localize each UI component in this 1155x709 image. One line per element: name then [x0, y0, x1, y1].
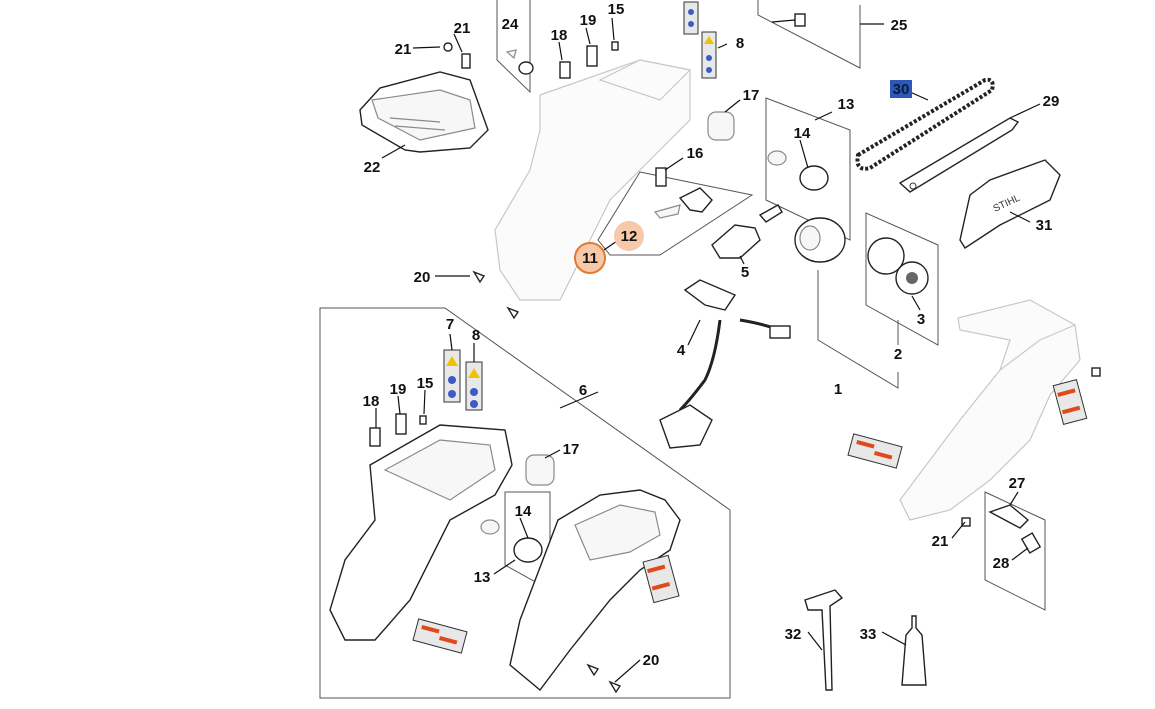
callout-30-selected[interactable]: 30 — [890, 80, 912, 98]
callout-21a[interactable]: 21 — [454, 20, 471, 37]
callout-25[interactable]: 25 — [891, 17, 908, 34]
frame-13 — [765, 97, 851, 241]
callout-19a[interactable]: 19 — [580, 12, 597, 29]
frame-lines — [319, 0, 1046, 699]
callout-24[interactable]: 24 — [502, 16, 519, 33]
callout-15b[interactable]: 15 — [417, 375, 434, 392]
part-31-cover: STIHL — [959, 159, 1061, 249]
callout-19b[interactable]: 19 — [390, 381, 407, 398]
part-32-tool — [804, 589, 844, 691]
small-parts-bottom — [369, 413, 427, 447]
callout-33[interactable]: 33 — [860, 626, 877, 643]
callout-20a[interactable]: 20 — [414, 269, 431, 286]
callout-1[interactable]: 1 — [834, 381, 842, 398]
leader-lines — [375, 17, 1041, 683]
housing-ghost-top — [494, 59, 692, 301]
callout-32[interactable]: 32 — [785, 626, 802, 643]
callout-20b[interactable]: 20 — [643, 652, 660, 669]
part-27-28 — [961, 504, 1042, 554]
callout-4[interactable]: 4 — [677, 342, 686, 359]
callout-11-highlight[interactable]: 11 — [574, 242, 606, 274]
callout-16[interactable]: 16 — [687, 145, 704, 162]
label-strip-bottom — [443, 349, 483, 411]
callout-12-highlight[interactable]: 12 — [614, 221, 644, 251]
part-14-top — [767, 150, 829, 191]
hotspot-12-circle[interactable] — [614, 221, 644, 251]
callout-14b[interactable]: 14 — [515, 503, 532, 520]
part-12-bracket — [653, 187, 713, 219]
callout-2[interactable]: 2 — [894, 346, 902, 363]
callout-28[interactable]: 28 — [993, 555, 1010, 572]
part-1-motor — [794, 217, 846, 263]
housing-ghost-right — [899, 299, 1081, 521]
bracket-1 — [817, 270, 899, 389]
part-29-bar — [898, 117, 1020, 193]
callout-11[interactable]: 11 — [582, 250, 598, 267]
hotspot-11-circle[interactable] — [574, 242, 606, 274]
callout-8b[interactable]: 8 — [472, 327, 480, 344]
part-5-switch — [711, 204, 783, 259]
callout-21c[interactable]: 21 — [932, 533, 949, 550]
callout-12[interactable]: 12 — [621, 228, 638, 245]
callout-21b[interactable]: 21 — [395, 41, 412, 58]
callout-31[interactable]: 31 — [1036, 217, 1053, 234]
callout-18a[interactable]: 18 — [551, 27, 568, 44]
warning-labels — [412, 378, 1088, 654]
part-4-wiring — [659, 279, 791, 449]
callout-numbers: 21 21 22 20 24 18 19 15 8 17 13 14 16 25… — [363, 1, 1060, 669]
label-strip-top — [683, 1, 717, 79]
small-parts-20-21 — [472, 270, 1101, 694]
part-17-bottom — [525, 454, 555, 486]
part-3-sprocket — [867, 237, 929, 295]
callout-3[interactable]: 3 — [917, 311, 925, 328]
callout-18b[interactable]: 18 — [363, 393, 380, 410]
callout-17a[interactable]: 17 — [743, 87, 760, 104]
selected-30-box[interactable] — [890, 80, 912, 98]
callout-17b[interactable]: 17 — [563, 441, 580, 458]
part-22-cover — [359, 71, 489, 153]
callout-6[interactable]: 6 — [579, 382, 587, 399]
callout-15a[interactable]: 15 — [608, 1, 625, 18]
callout-13b[interactable]: 13 — [474, 569, 491, 586]
callout-29[interactable]: 29 — [1043, 93, 1060, 110]
callout-5[interactable]: 5 — [741, 264, 749, 281]
part-16-screw — [655, 167, 667, 187]
frame-2 — [865, 212, 939, 346]
small-parts-top — [443, 13, 806, 79]
frame-6 — [319, 307, 731, 699]
part-14-bottom — [480, 519, 543, 563]
callout-30[interactable]: 30 — [893, 81, 910, 98]
part-30-chain — [855, 77, 995, 171]
housing-left — [329, 424, 513, 641]
callout-8a[interactable]: 8 — [736, 35, 744, 52]
frame-11 — [597, 171, 754, 256]
frame-24 — [496, 0, 531, 94]
callout-14a[interactable]: 14 — [794, 125, 811, 142]
callout-27[interactable]: 27 — [1009, 475, 1026, 492]
part-17-top — [707, 111, 735, 141]
part-33-tube — [901, 615, 927, 686]
callout-13a[interactable]: 13 — [838, 96, 855, 113]
frame-27 — [984, 491, 1046, 611]
frame-25 — [757, 0, 861, 69]
callout-22[interactable]: 22 — [364, 159, 381, 176]
callout-7a[interactable]: 7 — [446, 316, 454, 333]
housing-right — [509, 489, 681, 692]
